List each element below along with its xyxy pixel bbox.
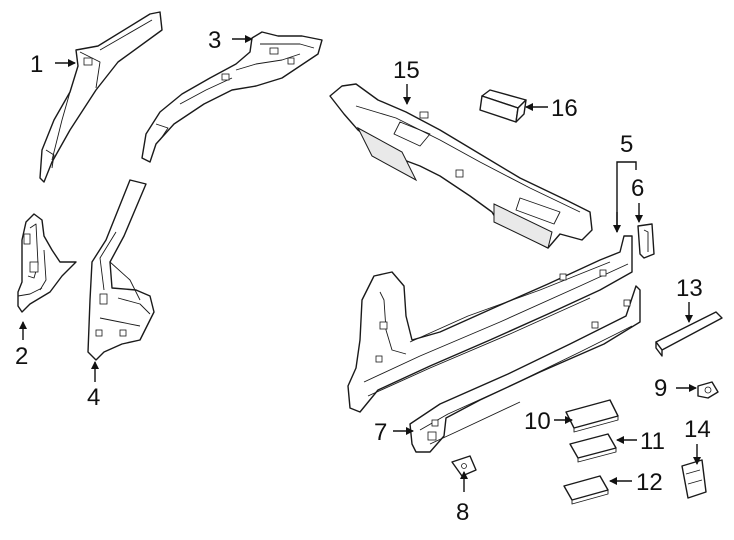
callout-12: 12 xyxy=(636,469,663,496)
callout-16: 16 xyxy=(551,95,578,122)
leader-lines xyxy=(19,35,701,492)
callout-15: 15 xyxy=(393,57,420,84)
callout-2: 2 xyxy=(15,343,28,370)
part-7-rocker-reinforcement xyxy=(409,285,641,453)
part-4-hinge-pillar xyxy=(87,179,155,361)
part-14-patch xyxy=(681,459,707,499)
callout-1: 1 xyxy=(30,51,43,78)
part-8-bracket xyxy=(451,455,477,477)
callout-labels: 1 2 3 4 5 6 7 8 9 10 11 12 13 14 15 16 xyxy=(15,27,711,526)
part-3-roof-rail xyxy=(141,31,323,163)
part-2-a-pillar-lower xyxy=(17,213,77,313)
callout-13: 13 xyxy=(676,275,703,302)
part-6-bracket xyxy=(637,223,655,259)
callout-7: 7 xyxy=(374,419,387,446)
callout-9: 9 xyxy=(654,375,667,402)
leader-5 xyxy=(616,161,637,232)
callout-4: 4 xyxy=(87,384,100,411)
part-10-pad xyxy=(565,399,619,433)
part-13-strip xyxy=(655,311,723,357)
callout-6: 6 xyxy=(631,175,644,202)
callout-3: 3 xyxy=(208,27,221,54)
part-15-cross-member xyxy=(329,83,593,249)
part-9-clip xyxy=(697,381,719,399)
callout-5: 5 xyxy=(620,131,633,158)
callout-14: 14 xyxy=(684,416,711,443)
part-5-rocker-outer xyxy=(347,235,633,413)
callout-11: 11 xyxy=(640,428,665,455)
callout-8: 8 xyxy=(456,499,469,526)
callout-10: 10 xyxy=(524,408,551,435)
part-11-pad xyxy=(569,433,617,463)
part-1-a-pillar-upper xyxy=(39,11,163,183)
part-12-pad xyxy=(563,475,609,505)
part-16-reinforcement xyxy=(479,89,527,123)
